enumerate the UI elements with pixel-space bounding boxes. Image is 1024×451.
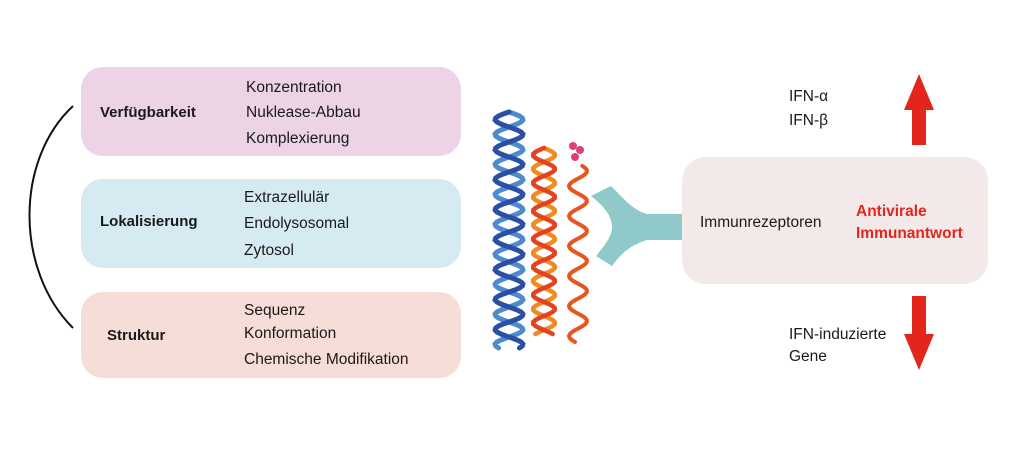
helix-strand <box>492 109 526 351</box>
grouping-bracket <box>28 105 74 329</box>
helix-strand <box>492 109 526 351</box>
group-item: Konzentration <box>246 79 342 96</box>
arrow-up-icon <box>904 74 934 145</box>
helix-strand <box>531 145 557 337</box>
cap-dot <box>569 142 577 150</box>
nucleic-acid-strands <box>492 109 589 351</box>
group-item: Sequenz <box>244 302 306 319</box>
group-box-struktur: Struktur Sequenz Konformation Chemische … <box>81 292 461 378</box>
output-up-line-1: IFN-α <box>789 88 829 105</box>
arrow-down-icon <box>904 296 934 370</box>
group-box-lokalisierung: Lokalisierung Extrazellulär Endolysosoma… <box>81 179 461 268</box>
response-line-1: Antivirale <box>856 203 927 220</box>
helix-strand <box>566 164 589 344</box>
group-item: Endolysosomal <box>244 215 350 232</box>
cap-dot <box>576 146 584 154</box>
receptor-box: Immunrezeptoren Antivirale Immunantwort <box>682 157 988 284</box>
group-title: Struktur <box>107 327 166 344</box>
group-box-verfuegbarkeit: Verfügbarkeit Konzentration Nuklease-Abb… <box>81 67 461 156</box>
group-item: Nuklease-Abbau <box>246 104 361 121</box>
group-item: Konformation <box>244 325 337 342</box>
group-item: Zytosol <box>244 242 294 259</box>
group-item: Chemische Modifikation <box>244 351 409 368</box>
group-item: Extrazellulär <box>244 189 330 206</box>
group-title: Verfügbarkeit <box>100 104 196 121</box>
receptor-shape <box>591 186 682 266</box>
group-item: Komplexierung <box>246 130 350 147</box>
output-down-line-1: IFN-induzierte <box>789 326 887 343</box>
response-line-2: Immunantwort <box>856 225 963 242</box>
output-down-line-2: Gene <box>789 348 827 365</box>
output-up-line-2: IFN-β <box>789 112 829 129</box>
group-title: Lokalisierung <box>100 213 198 230</box>
cap-dot <box>571 153 579 161</box>
receptor-label: Immunrezeptoren <box>700 214 822 231</box>
